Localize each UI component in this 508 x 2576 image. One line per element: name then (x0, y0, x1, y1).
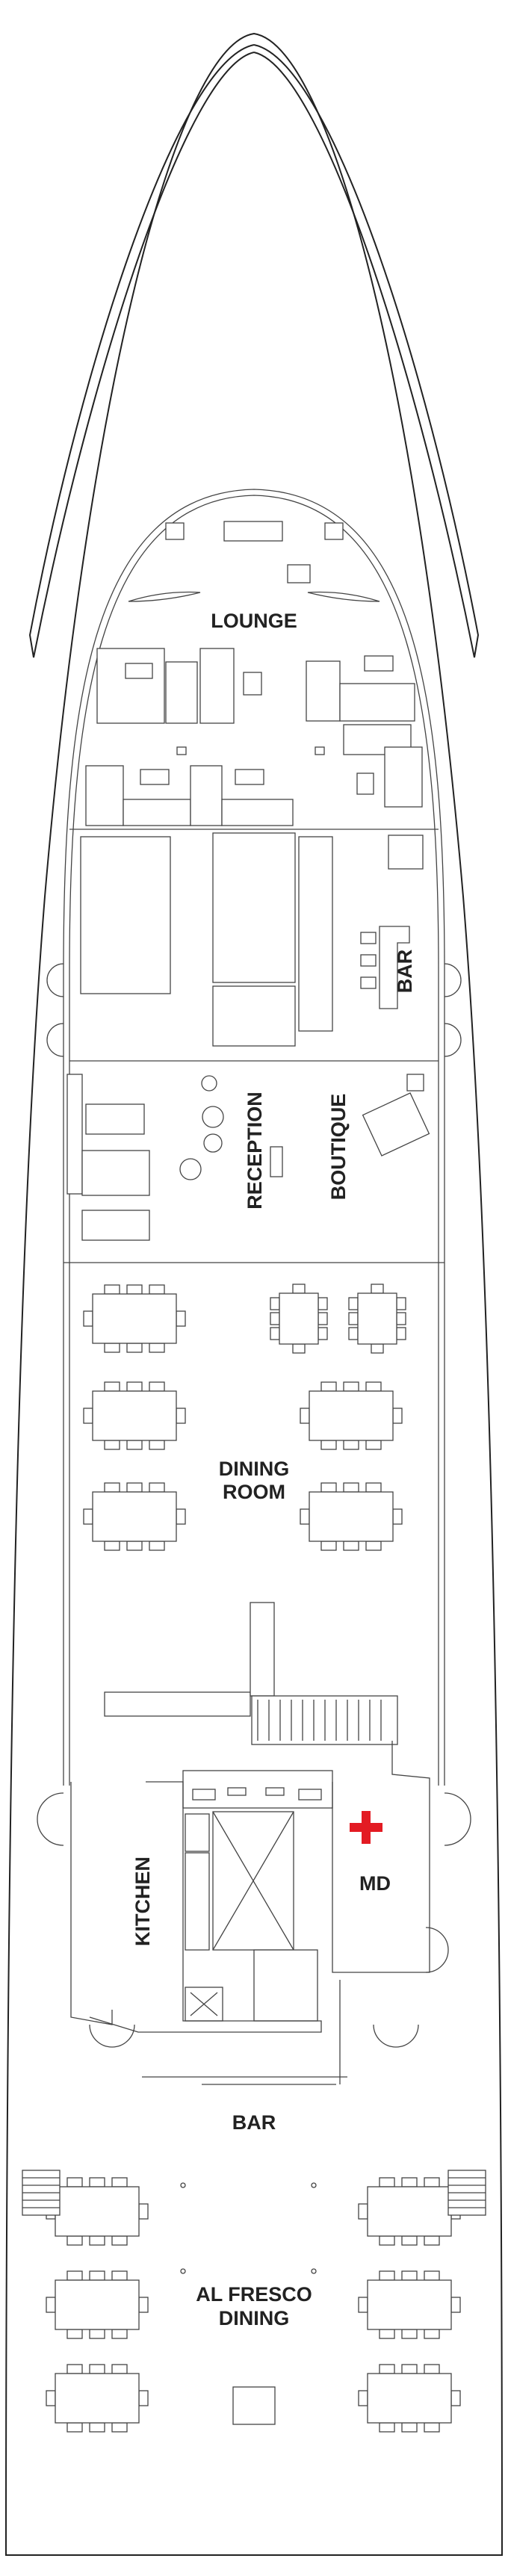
superstructure-inner (69, 495, 439, 1786)
boutique-label: BOUTIQUE (327, 1094, 350, 1201)
dining-room-label-line1: DINING (219, 1458, 290, 1480)
dining-table (358, 2270, 461, 2339)
lounge-label: LOUNGE (211, 610, 297, 632)
bow-flare-right (253, 44, 480, 658)
kitchen-label: KITCHEN (131, 1857, 154, 1946)
dining-room-label-line2: ROOM (223, 1481, 285, 1503)
dining-tables (46, 1284, 461, 2433)
forward-core (46, 832, 462, 1057)
medical-label: MD (359, 1872, 391, 1895)
bow-flare-left (28, 44, 255, 658)
superstructure-outline (63, 489, 445, 1786)
dining-table (83, 1284, 186, 1353)
lounge-area (85, 521, 423, 826)
red-cross-icon (350, 1811, 382, 1844)
dining-table (83, 1482, 186, 1551)
aft-core (37, 1602, 471, 2085)
dining-table (300, 1482, 403, 1551)
dining-table (270, 1284, 328, 1354)
reception-label: RECEPTION (244, 1092, 266, 1210)
bar-forward-label: BAR (394, 950, 416, 994)
dining-table (300, 1381, 403, 1450)
dining-table (358, 2177, 461, 2246)
dining-table (358, 2364, 461, 2433)
dining-table (83, 1381, 186, 1450)
dining-table (46, 2270, 149, 2339)
dining-table (46, 2177, 149, 2246)
alfresco-label-line2: DINING (219, 2307, 290, 2329)
side-stairs (22, 2170, 486, 2425)
reception-area (64, 1074, 444, 1263)
dining-table (46, 2364, 149, 2433)
alfresco-label-line1: AL FRESCO (196, 2283, 312, 2306)
hull-outline (4, 32, 504, 2556)
dining-table (348, 1284, 406, 1354)
bar-aft-label: BAR (232, 2111, 276, 2134)
